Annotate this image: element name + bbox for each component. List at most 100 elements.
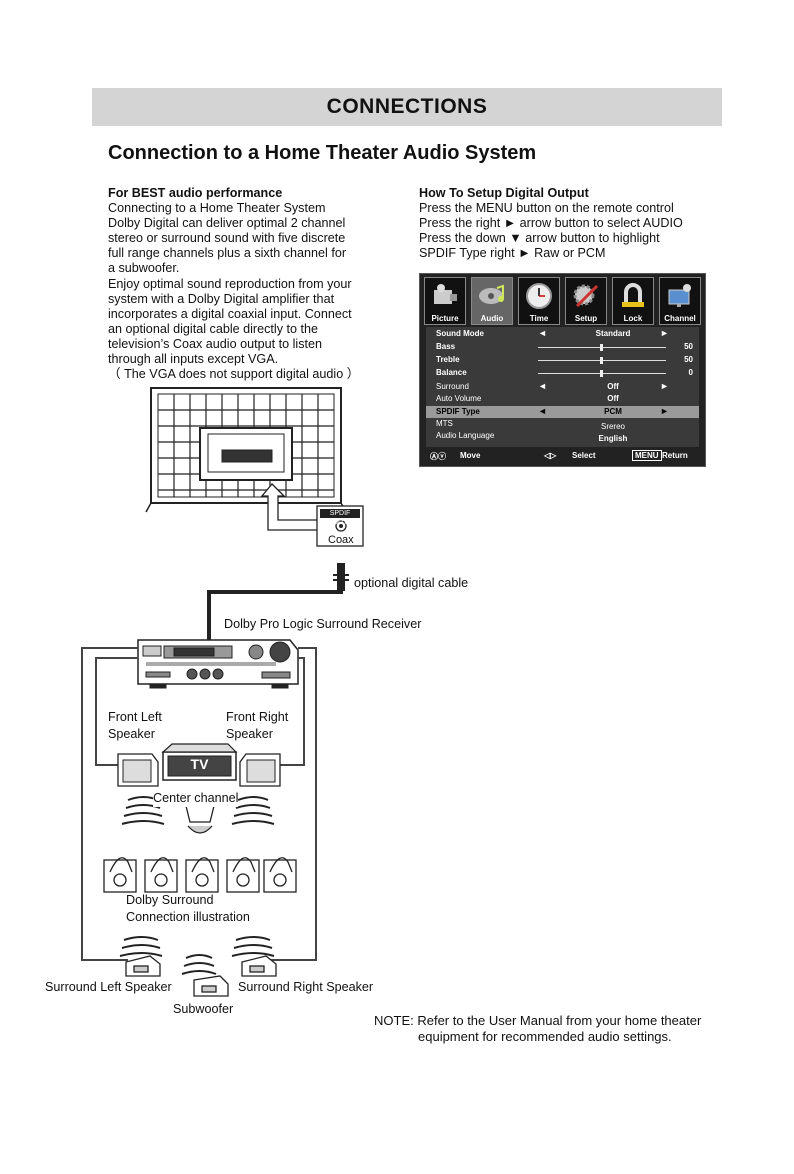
- setting-label: Balance: [436, 368, 467, 377]
- music-disc-icon: [479, 284, 504, 304]
- clock-icon: [526, 283, 552, 309]
- slider-knob[interactable]: [600, 357, 603, 364]
- surround-right-label: Surround Right Speaker: [238, 980, 374, 994]
- tab-label: Setup: [574, 314, 598, 323]
- slider-knob[interactable]: [600, 370, 603, 377]
- tv-front: [161, 743, 238, 781]
- label-line: Front Right: [226, 710, 289, 724]
- left-heading: For BEST audio performance: [108, 186, 283, 200]
- dolby-label: Dolby Surround Connection illustration: [126, 892, 250, 926]
- osd-settings-list: Sound Mode ◄ Standard ► Bass 50 Treble 5…: [426, 327, 699, 447]
- setting-row-mts[interactable]: MTS Srereo: [426, 418, 699, 431]
- setting-label: Bass: [436, 342, 456, 351]
- tab-lock[interactable]: Lock: [612, 277, 654, 325]
- right-arrow-icon: ►: [660, 328, 669, 338]
- right-line: Press the MENU button on the remote cont…: [419, 201, 674, 216]
- label-line: Speaker: [108, 727, 155, 741]
- surround-left-speaker: [125, 955, 161, 977]
- section-banner: CONNECTIONS: [92, 88, 722, 126]
- label-line: Connection illustration: [126, 910, 250, 924]
- wrench-gear-icon: [573, 284, 599, 308]
- right-line: Press the right ► arrow button to select…: [419, 216, 683, 231]
- left-line: television’s Coax audio output to listen: [108, 336, 322, 351]
- setting-label: Sound Mode: [436, 329, 484, 338]
- left-line: full range channels plus a sixth channel…: [108, 246, 347, 261]
- tab-time[interactable]: Time: [518, 277, 560, 325]
- subwoofer-label: Subwoofer: [173, 1002, 234, 1016]
- up-down-icon: Ⓐⓥ: [430, 452, 446, 461]
- setting-value: Srereo: [600, 422, 625, 431]
- setting-label: Treble: [436, 355, 460, 364]
- left-line: Connecting to a Home Theater System: [108, 201, 326, 216]
- right-line: Press the down ▼ arrow button to highlig…: [419, 231, 660, 246]
- setting-row-balance[interactable]: Balance 0: [426, 367, 699, 379]
- setting-label: Surround: [436, 382, 469, 391]
- setting-row-surround[interactable]: Surround ◄ Off ►: [426, 381, 699, 393]
- left-arrow-icon: ◄: [538, 381, 547, 391]
- left-text-column: For BEST audio performance Connecting to…: [108, 186, 398, 382]
- footer-return: Return: [662, 451, 688, 460]
- note-line-1: NOTE: Refer to the User Manual from your…: [374, 1013, 702, 1028]
- slider-knob[interactable]: [600, 344, 603, 351]
- tab-audio[interactable]: Audio: [471, 277, 513, 325]
- left-line: through all inputs except VGA.: [108, 352, 279, 367]
- left-line: incorporates a digital coaxial input. Co…: [108, 306, 352, 321]
- center-channel-label: Center channel: [153, 790, 239, 807]
- tab-setup[interactable]: Setup: [565, 277, 607, 325]
- left-line: a subwoofer.: [108, 261, 180, 276]
- setting-row-treble[interactable]: Treble 50: [426, 354, 699, 366]
- label-line: Front Left: [108, 710, 162, 724]
- tab-label: Channel: [664, 314, 696, 323]
- cable-label: optional digital cable: [354, 576, 469, 590]
- setting-value: PCM: [604, 407, 622, 416]
- setting-label: MTS: [436, 419, 453, 428]
- osd-audio-menu: Picture Audio Time Setup Lock Channel So…: [419, 273, 706, 467]
- lock-icon: [622, 283, 644, 307]
- center-channel-speaker: [185, 805, 215, 834]
- monitor-dish-icon: [668, 284, 691, 307]
- setting-value: Off: [607, 394, 619, 403]
- tab-label: Lock: [623, 314, 643, 323]
- setting-row-audio-language[interactable]: Audio Language English: [426, 430, 699, 443]
- left-line: an optional digital cable directly to th…: [108, 321, 319, 336]
- surround-left-label: Surround Left Speaker: [45, 980, 172, 994]
- left-line: Dolby Digital can deliver optimal 2 chan…: [108, 216, 346, 231]
- front-right-label: Front Right Speaker: [226, 709, 288, 743]
- tab-label: Audio: [480, 314, 504, 323]
- footer-select: Select: [572, 451, 596, 460]
- setting-value: Standard: [595, 329, 631, 338]
- right-line: SPDIF Type right ► Raw or PCM: [419, 246, 606, 261]
- setting-row-auto-volume[interactable]: Auto Volume Off: [426, 393, 699, 405]
- right-arrow-icon: ►: [660, 381, 669, 391]
- osd-footer: Ⓐⓥ Move ◁▷ Select MENU Return: [426, 449, 699, 463]
- tab-picture[interactable]: Picture: [424, 277, 466, 325]
- setting-label: Audio Language: [436, 431, 495, 440]
- front-left-label: Front Left Speaker: [108, 709, 162, 743]
- tv-label: TV: [190, 756, 209, 772]
- menu-key-icon: MENU: [632, 450, 662, 461]
- setting-row-bass[interactable]: Bass 50: [426, 341, 699, 353]
- tab-label: Time: [529, 314, 549, 323]
- label-line: Speaker: [226, 727, 273, 741]
- slider-value: 0: [688, 368, 693, 377]
- listener-chairs: [103, 857, 297, 893]
- setting-label: Auto Volume: [436, 394, 482, 403]
- coax-label: Coax: [328, 534, 354, 546]
- tab-channel[interactable]: Channel: [659, 277, 701, 325]
- setting-row-spdif-type[interactable]: SPDIF Type ◄ PCM ►: [426, 406, 699, 418]
- left-arrow-icon: ◄: [538, 406, 547, 416]
- left-line: system with a Dolby Digital amplifier th…: [108, 291, 335, 306]
- setting-row-sound-mode[interactable]: Sound Mode ◄ Standard ►: [426, 328, 699, 340]
- right-heading: How To Setup Digital Output: [419, 186, 589, 200]
- surround-right-speaker: [241, 955, 277, 977]
- front-left-speaker: [117, 753, 159, 787]
- left-arrow-icon: ◄: [538, 328, 547, 338]
- left-right-icon: ◁▷: [544, 451, 557, 460]
- right-arrow-icon: ►: [660, 406, 669, 416]
- left-line: （ The VGA does not support digital audio…: [108, 367, 360, 382]
- footer-move: Move: [460, 451, 481, 460]
- camera-icon: [434, 284, 457, 304]
- setting-label: SPDIF Type: [436, 407, 480, 416]
- sound-waves: [119, 796, 275, 975]
